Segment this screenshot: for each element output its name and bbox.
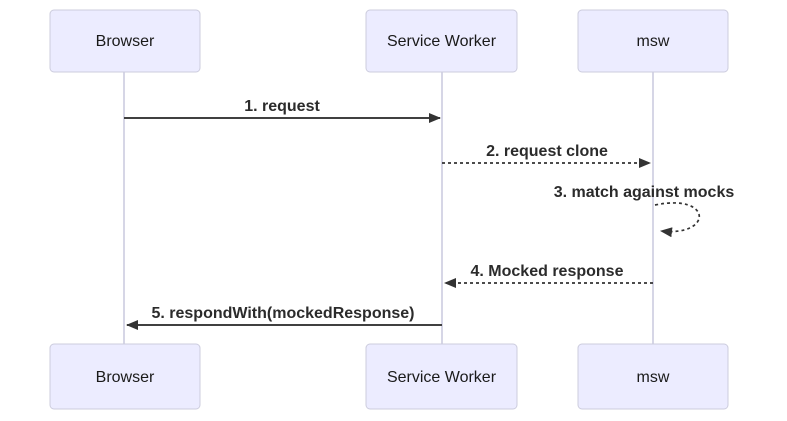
actor-top-browser: Browser (49, 9, 201, 73)
actor-box-msw-top (577, 9, 729, 73)
actor-label-browser-top: Browser (96, 33, 155, 50)
actor-label-service-worker-bottom: Service Worker (387, 369, 497, 386)
actor-top-msw: msw (577, 9, 729, 73)
actor-label-service-worker-top: Service Worker (387, 33, 497, 50)
actor-box-browser-bottom (49, 343, 201, 410)
message-label-5: 5. respondWith(mockedResponse) (151, 305, 414, 322)
actor-box-browser-top (49, 9, 201, 73)
actor-box-service-worker-bottom (365, 343, 518, 410)
actor-box-msw-bottom (577, 343, 729, 410)
actor-bottom-service-worker: Service Worker (365, 343, 518, 410)
actor-bottom-browser: Browser (49, 343, 201, 410)
actor-label-msw-top: msw (637, 33, 670, 50)
message-self-loop-3 (654, 202, 701, 238)
message-label-2: 2. request clone (486, 143, 608, 160)
message-label-4: 4. Mocked response (471, 263, 624, 280)
message-label-1: 1. request (244, 98, 320, 115)
actor-top-service-worker: Service Worker (365, 9, 518, 73)
actor-label-browser-bottom: Browser (96, 369, 155, 386)
message-label-3: 3. match against mocks (554, 184, 735, 201)
actor-label-msw-bottom: msw (637, 369, 670, 386)
actor-bottom-msw: msw (577, 343, 729, 410)
actor-box-service-worker-top (365, 9, 518, 73)
